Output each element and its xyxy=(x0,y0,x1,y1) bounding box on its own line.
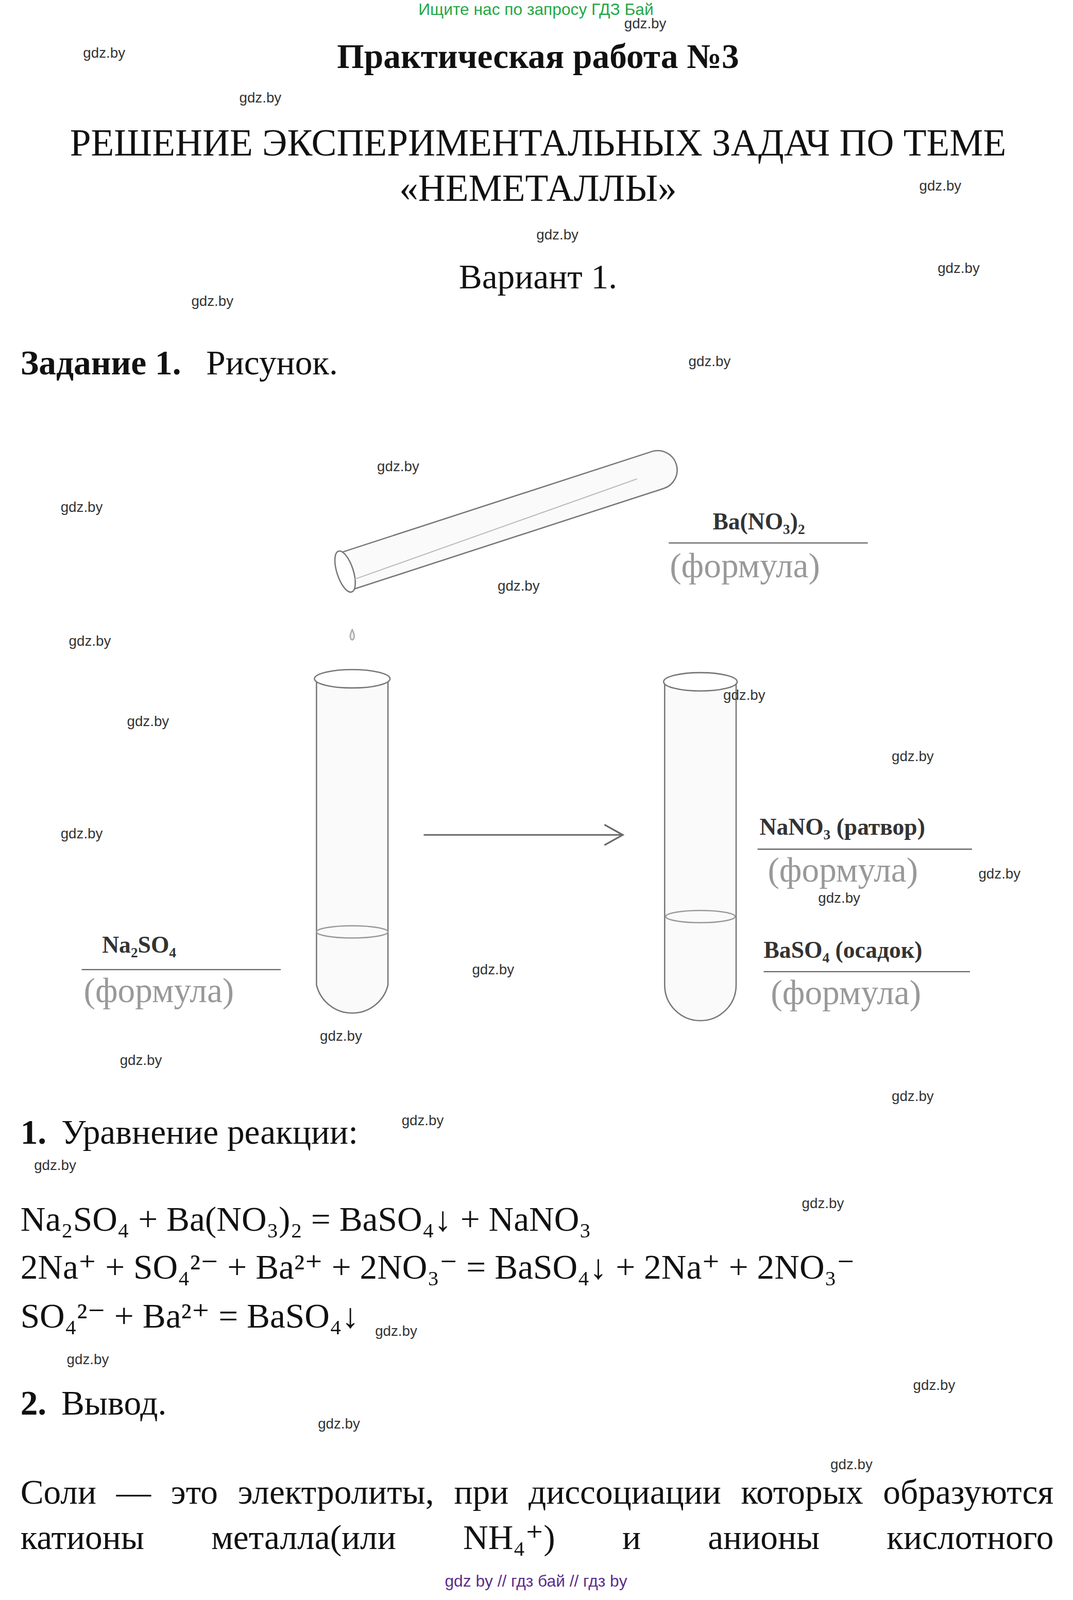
formula-answer: NaNO₃ (ратвор) xyxy=(759,813,926,841)
watermark: gdz.by xyxy=(319,1028,363,1045)
watermark: gdz.by xyxy=(60,825,104,843)
watermark: gdz.by xyxy=(401,1112,445,1130)
watermark: gdz.by xyxy=(69,633,112,650)
formula-hint: (формула) xyxy=(767,850,918,891)
watermark: gdz.by xyxy=(830,1456,873,1474)
watermark: gdz.by xyxy=(239,89,282,107)
formula-hint: (формула) xyxy=(770,973,922,1013)
watermark: gdz.by xyxy=(913,1377,956,1394)
equation: SO₄²⁻ + Ba²⁺ = BaSO₄↓ xyxy=(20,1296,360,1337)
item-heading: Вывод. xyxy=(61,1383,167,1424)
page-title: Практическая работа №3 xyxy=(336,36,739,77)
tilted-test-tube xyxy=(330,443,684,595)
watermark: gdz.by xyxy=(802,1195,845,1213)
watermark: gdz.by xyxy=(937,260,980,277)
watermark: gdz.by xyxy=(66,1351,110,1369)
watermark: gdz.by xyxy=(191,293,234,310)
watermark: gdz.by xyxy=(723,687,766,704)
formula-answer: Na₂SO₄ xyxy=(101,931,177,959)
test-tube-left xyxy=(314,669,390,1014)
task-name: Рисунок. xyxy=(206,343,338,383)
test-tube-right xyxy=(663,672,738,1021)
watermark: gdz.by xyxy=(127,713,170,730)
reaction-arrow xyxy=(423,824,623,846)
item-number: 1. xyxy=(20,1112,47,1153)
equation: Na₂SO₄ + Ba(NO₃)₂ = BaSO₄↓ + NaNO₃ xyxy=(20,1199,592,1240)
watermark: gdz.by xyxy=(497,577,540,595)
task-number: Задание 1. xyxy=(20,343,182,383)
formula-hint: (формула) xyxy=(83,971,235,1011)
formula-hint: (формула) xyxy=(669,546,821,586)
watermark: gdz.by xyxy=(377,458,420,475)
formula-answer: BaSO₄ (осадок) xyxy=(763,937,923,964)
answer-lines xyxy=(81,542,973,972)
watermark: gdz.by xyxy=(891,1088,934,1105)
footer: gdz by // гдз бай // гдз by xyxy=(444,1572,627,1591)
conclusion-text: Соли — это электролиты, при диссоциации … xyxy=(20,1470,1054,1561)
variant: Вариант 1. xyxy=(458,257,618,297)
watermark: gdz.by xyxy=(818,890,861,907)
formula-answer: Ba(NO₃)₂ xyxy=(712,508,805,536)
watermark: gdz.by xyxy=(688,353,731,370)
item-number: 2. xyxy=(20,1383,47,1424)
watermark: gdz.by xyxy=(891,748,934,765)
watermark: gdz.by xyxy=(624,15,667,32)
watermark: gdz.by xyxy=(82,44,126,62)
item-heading: Уравнение реакции: xyxy=(61,1112,359,1153)
watermark: gdz.by xyxy=(60,499,104,516)
equation: 2Na⁺ + SO₄²⁻ + Ba²⁺ + 2NO₃⁻ = BaSO₄↓ + 2… xyxy=(20,1247,856,1288)
subtitle: РЕШЕНИЕ ЭКСПЕРИМЕНТАЛЬНЫХ ЗАДАЧ ПО ТЕМЕ … xyxy=(22,120,1054,212)
watermark: gdz.by xyxy=(120,1052,163,1069)
watermark: gdz.by xyxy=(33,1157,77,1174)
watermark: gdz.by xyxy=(375,1323,418,1340)
site-banner: Ищите нас по запросу ГДЗ Бай xyxy=(418,0,654,19)
watermark: gdz.by xyxy=(317,1416,361,1433)
watermark: gdz.by xyxy=(471,961,515,979)
watermark: gdz.by xyxy=(536,226,579,244)
watermark: gdz.by xyxy=(918,177,962,195)
watermark: gdz.by xyxy=(978,865,1021,883)
